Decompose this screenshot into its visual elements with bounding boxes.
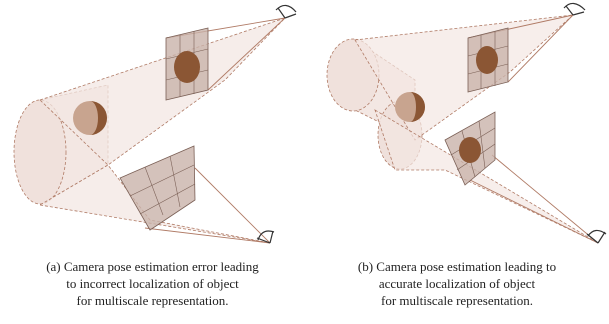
sphere-object bbox=[73, 101, 107, 135]
panel-b: (b) Camera pose estimation leading to ac… bbox=[305, 0, 609, 324]
panel-a: (a) Camera pose estimation error leading… bbox=[0, 4, 305, 309]
caption-line: to incorrect localization of object bbox=[66, 276, 239, 291]
lower-frustum bbox=[374, 109, 599, 244]
caption-line: for multiscale representation. bbox=[76, 293, 229, 308]
camera-icon bbox=[256, 230, 275, 244]
caption-line: for multiscale representation. bbox=[381, 293, 533, 308]
camera-icon bbox=[563, 2, 586, 16]
image-plane-top bbox=[467, 27, 509, 93]
caption-line: (a) Camera pose estimation error leading bbox=[46, 259, 259, 274]
camera-icon bbox=[275, 4, 297, 19]
sphere-object bbox=[395, 92, 425, 122]
diagram-b bbox=[326, 2, 607, 244]
caption-b: (b) Camera pose estimation leading to ac… bbox=[305, 258, 609, 309]
caption-line: accurate localization of object bbox=[378, 276, 536, 291]
image-plane-bottom bbox=[119, 145, 196, 231]
image-plane-bottom bbox=[444, 111, 496, 186]
camera-icon bbox=[586, 229, 607, 244]
diagram-a bbox=[13, 4, 297, 244]
caption-a: (a) Camera pose estimation error leading… bbox=[0, 258, 305, 309]
caption-line: (b) Camera pose estimation leading to bbox=[357, 259, 557, 274]
image-plane-top bbox=[165, 27, 209, 101]
